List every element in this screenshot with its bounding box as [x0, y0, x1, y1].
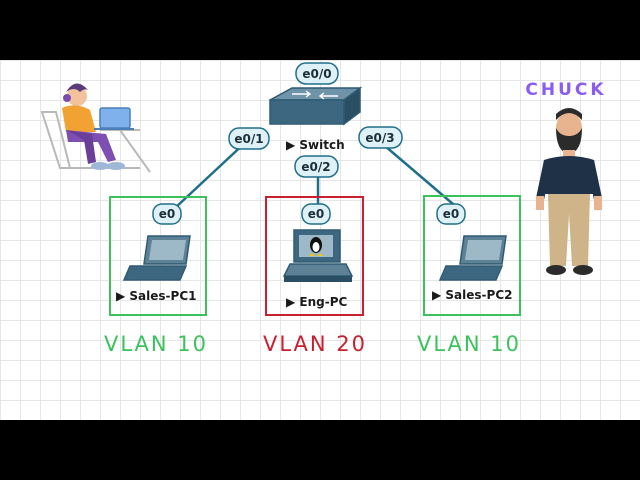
- presenter-name: CHUCK: [525, 80, 606, 100]
- switch-label: ▶ Switch: [286, 138, 345, 152]
- port-badge-e0-3: e0/3: [358, 126, 403, 149]
- desktop-pc-icon: [282, 229, 354, 282]
- vlan-box-sales-pc1: [109, 196, 207, 316]
- vlan-box-eng-pc: [265, 196, 364, 316]
- vlan-label-eng-pc: VLAN 20: [263, 332, 367, 356]
- port-badge-eng-pc: e0: [301, 203, 331, 225]
- eng-pc-label: ▶ Eng-PC: [286, 295, 348, 309]
- port-badge-e0-1: e0/1: [228, 127, 270, 150]
- vlan-label-sales-pc2: VLAN 10: [417, 332, 521, 356]
- port-badge-e0-2: e0/2: [294, 155, 339, 178]
- switch-icon: [269, 86, 363, 126]
- svg-text:e0/1: e0/1: [234, 132, 263, 146]
- vlan-box-sales-pc2: [423, 195, 521, 316]
- svg-text:e0: e0: [159, 207, 176, 221]
- laptop-icon: [122, 235, 191, 281]
- laptop-icon: [438, 235, 507, 281]
- port-badge-sales-pc1: e0: [152, 203, 182, 225]
- svg-text:e0/3: e0/3: [365, 131, 394, 145]
- svg-text:e0: e0: [443, 207, 460, 221]
- svg-text:e0: e0: [308, 207, 325, 221]
- sales-pc2-label: ▶ Sales-PC2: [432, 288, 512, 302]
- sales-pc1-label: ▶ Sales-PC1: [116, 289, 196, 303]
- port-badge-sales-pc2: e0: [436, 203, 466, 225]
- svg-text:e0/2: e0/2: [301, 160, 330, 174]
- svg-text:e0/0: e0/0: [302, 67, 331, 81]
- person-with-laptop-illustration: [40, 83, 151, 173]
- presenter-avatar: [536, 108, 602, 275]
- link-switch-sales-pc2: [377, 139, 461, 211]
- port-badge-e0-0: e0/0: [295, 62, 339, 85]
- vlan-label-sales-pc1: VLAN 10: [104, 332, 208, 356]
